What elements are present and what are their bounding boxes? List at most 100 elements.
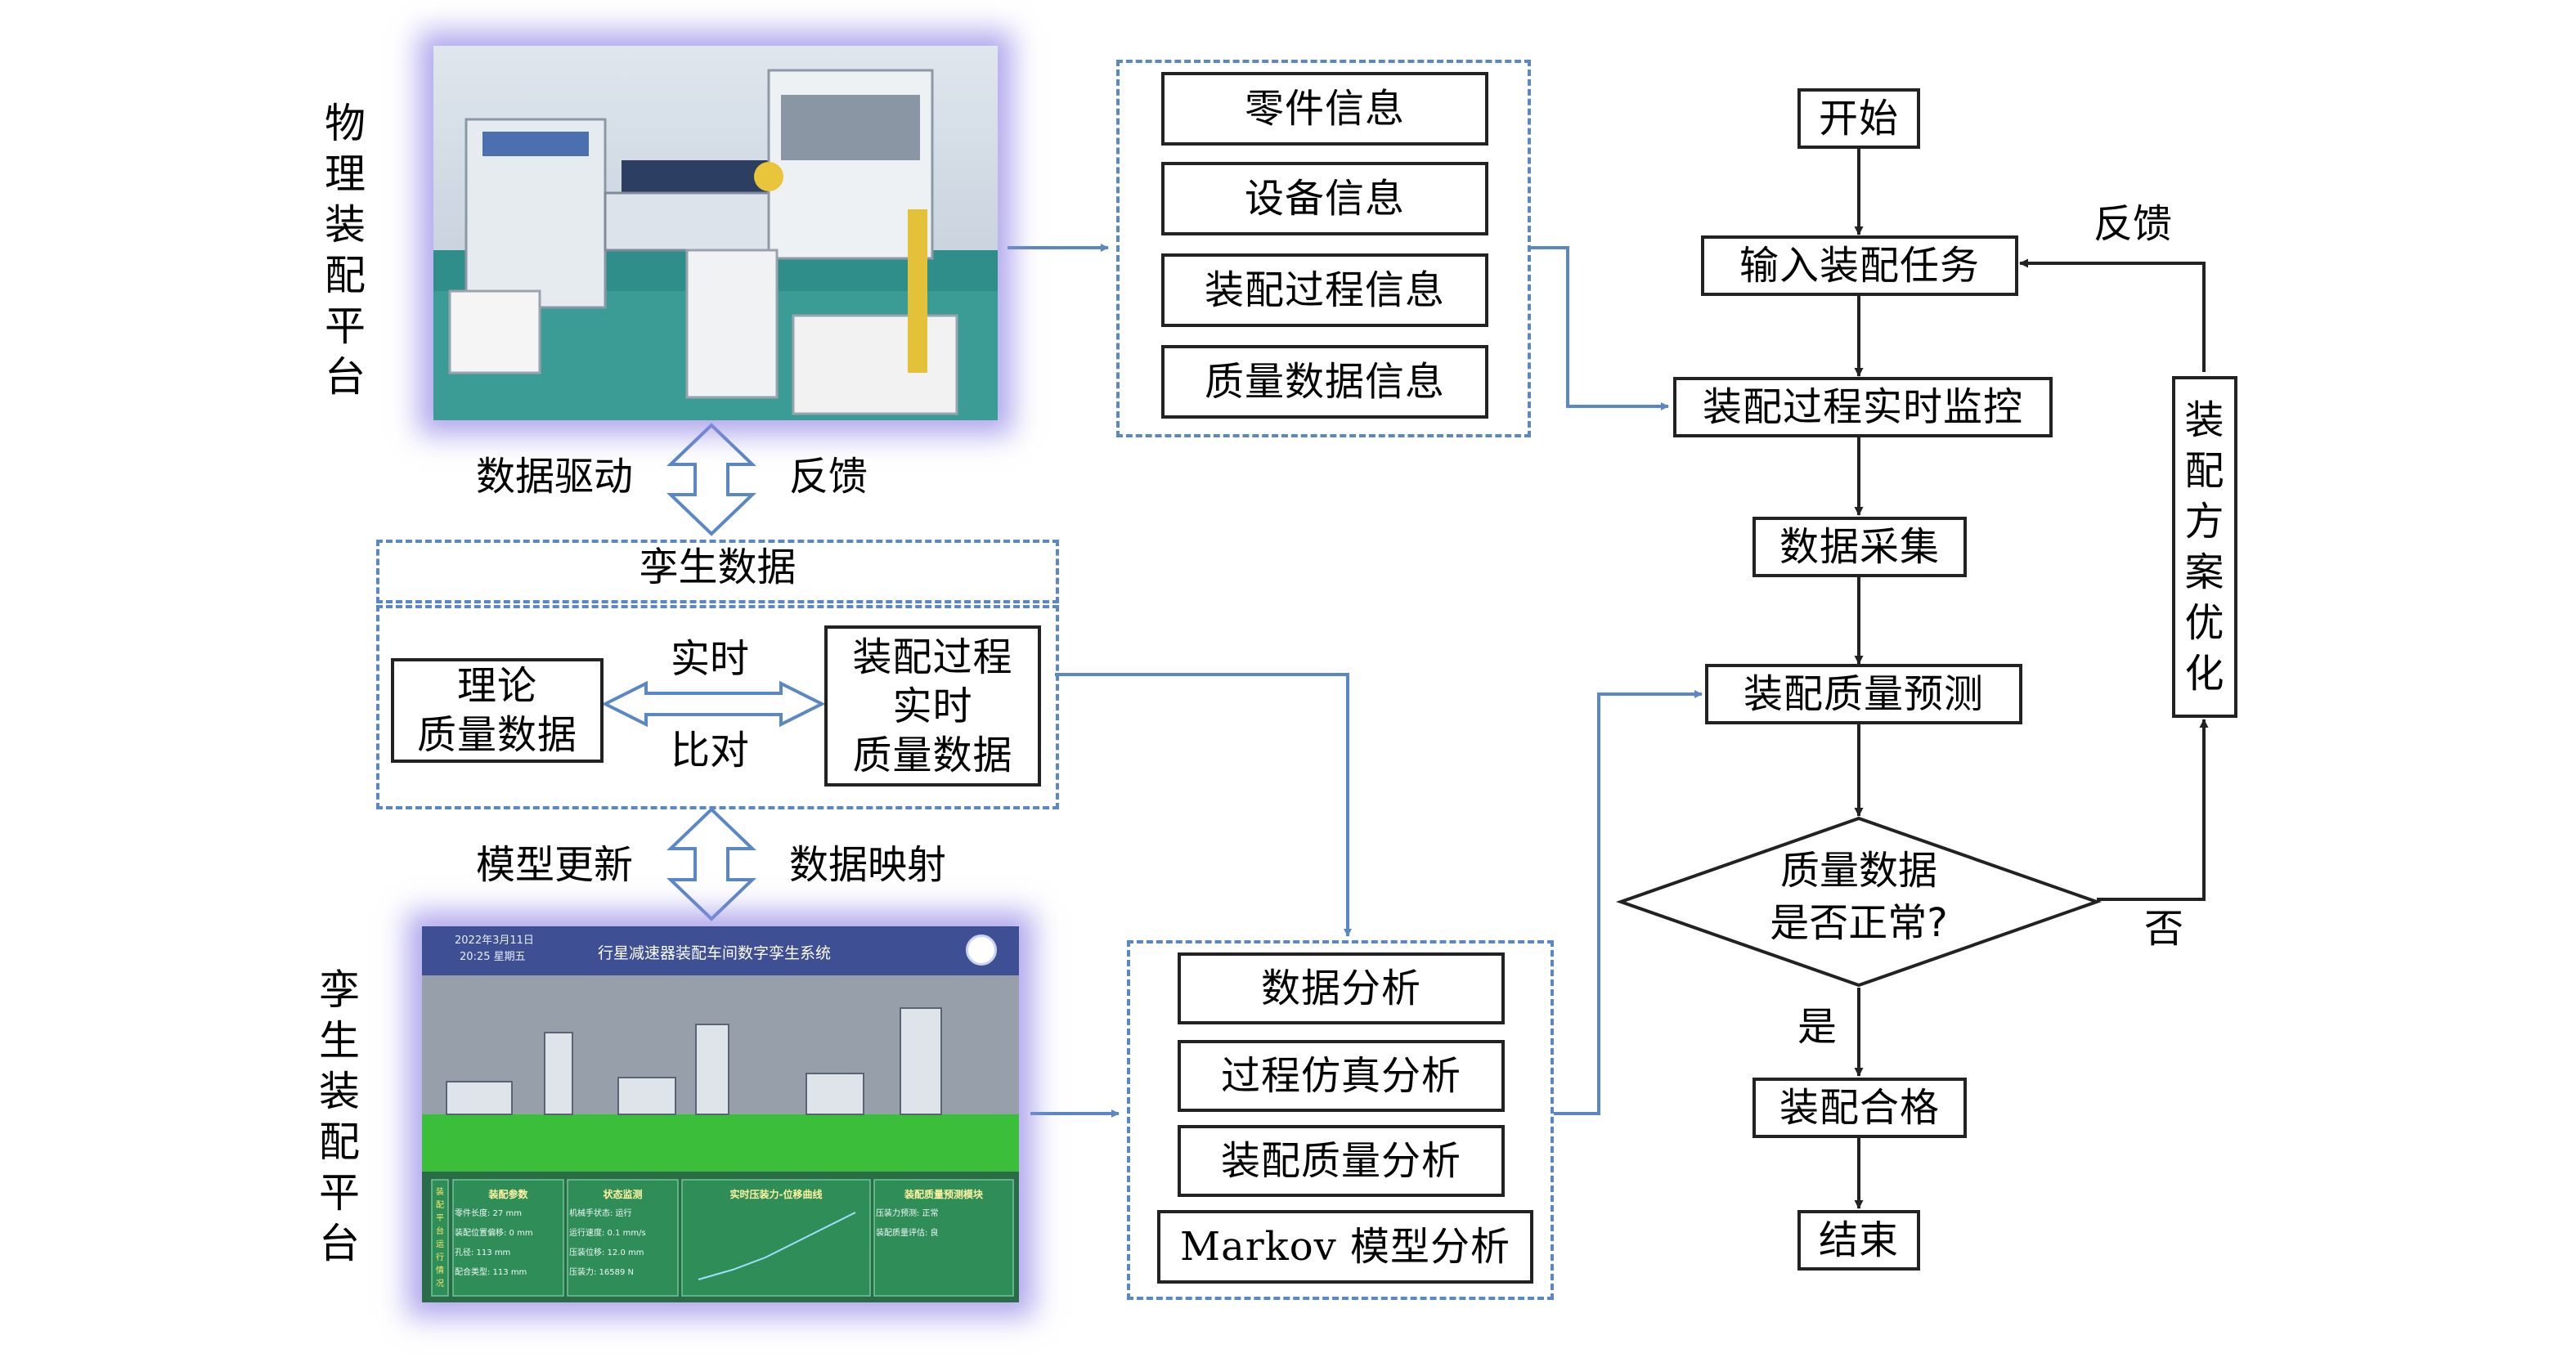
side-tab-char: 装 [436, 1188, 444, 1197]
screen-logo-icon [966, 934, 997, 966]
label-char: 台 [325, 353, 366, 401]
panel-quality-predict: 装配质量预测模块 压装力预测: 正常 装配质量评估: 良 [876, 1185, 1012, 1244]
side-tab-char: 行 [436, 1253, 444, 1262]
physical-platform-photo [433, 46, 998, 420]
label-char: 孪 [319, 966, 360, 1014]
double-arrow-bottom [666, 807, 756, 921]
realtime-line-2: 实时 [892, 683, 973, 729]
flow-decision-text: 质量数据 是否正常? [1720, 845, 1998, 949]
label-char: 生 [319, 1017, 360, 1064]
label-char: 平 [319, 1169, 360, 1217]
twin-data-title: 孪生数据 [639, 545, 797, 590]
screen-scene [422, 975, 1019, 1302]
side-tab-char: 况 [436, 1280, 444, 1289]
label-char: 理 [325, 150, 366, 198]
arrow-info-to-monitor [1531, 246, 1669, 410]
flow-arrow-feedback [2019, 258, 2206, 372]
label-data-mapping: 数据映射 [789, 842, 947, 888]
panel-title: 状态监测 [603, 1189, 643, 1200]
panel-force-curve: 实时压装力-位移曲线 [684, 1185, 868, 1204]
panel-title: 装配质量预测模块 [904, 1189, 983, 1200]
twin-platform-label: 孪 生 装 配 平 台 [315, 965, 364, 1269]
flow-yes-label: 是 [1797, 1004, 1838, 1050]
panel-row: 机械手状态: 运行 [569, 1209, 632, 1218]
compare-top-label: 实时 [671, 636, 750, 682]
flow-arrow-no-branch [2097, 719, 2209, 901]
arrow-twindata-to-analysis [1055, 673, 1352, 937]
decision-line-2: 是否正常? [1770, 900, 1948, 946]
flow-predict: 装配质量预测 [1705, 664, 2022, 724]
realtime-line-1: 装配过程 [852, 634, 1013, 680]
screen-header [422, 926, 1019, 975]
optimize-char: 优 [2184, 600, 2225, 646]
label-char: 台 [319, 1220, 360, 1267]
info-group-bottom [1127, 940, 1554, 1300]
optimize-char: 方 [2184, 499, 2225, 545]
side-tab-char: 台 [436, 1227, 444, 1236]
panel-title: 装配参数 [488, 1189, 528, 1200]
twin-platform-screen: 2022年3月11日 20:25 星期五 行星减速器装配车间数字孪生系统 装 配… [422, 926, 1019, 1302]
panel-row: 压装位移: 12.0 mm [569, 1248, 644, 1257]
label-char: 装 [319, 1068, 360, 1115]
screen-time: 20:25 星期五 [460, 951, 526, 963]
arrow-analysis-to-predict [1554, 690, 1703, 1115]
panel-status-monitor: 状态监测 机械手状态: 运行 运行速度: 0.1 mm/s 压装位移: 12.0… [569, 1185, 676, 1283]
screen-date: 2022年3月11日 [455, 934, 534, 947]
analysis-quality: 装配质量分析 [1178, 1125, 1505, 1197]
flow-end: 结束 [1797, 1210, 1920, 1271]
analysis-simulation: 过程仿真分析 [1178, 1040, 1505, 1112]
flow-start: 开始 [1797, 88, 1920, 149]
optimize-char: 配 [2184, 448, 2225, 494]
panel-row: 运行速度: 0.1 mm/s [569, 1229, 646, 1238]
screen-title: 行星减速器装配车间数字孪生系统 [598, 944, 832, 962]
decision-diamond [1615, 816, 2103, 988]
panel-title: 实时压装力-位移曲线 [729, 1189, 823, 1200]
panel-row: 装配质量评估: 良 [876, 1229, 939, 1238]
info-part: 零件信息 [1161, 72, 1488, 146]
physical-platform-label: 物 理 装 配 平 台 [321, 98, 370, 402]
label-char: 配 [325, 252, 366, 299]
side-tab-char: 平 [436, 1214, 444, 1223]
theory-line-2: 质量数据 [416, 712, 577, 758]
flow-optimize: 装 配 方 案 优 化 [2172, 376, 2237, 718]
theory-quality-data: 理论 质量数据 [391, 658, 604, 763]
optimize-char: 装 [2184, 397, 2225, 443]
label-feedback-top: 反馈 [789, 454, 868, 500]
panel-row: 配合类型: 113 mm [455, 1268, 527, 1277]
optimize-char: 案 [2184, 549, 2225, 595]
label-char: 配 [319, 1118, 360, 1166]
panel-row: 孔径: 113 mm [455, 1248, 511, 1257]
twin-data-box [376, 605, 1059, 809]
compare-bottom-label: 比对 [671, 728, 750, 773]
analysis-markov: Markov 模型分析 [1157, 1210, 1533, 1284]
label-char: 平 [325, 303, 366, 350]
theory-line-1: 理论 [456, 663, 537, 709]
flow-no-label: 否 [2144, 906, 2184, 952]
panel-row: 装配位置偏移: 0 mm [455, 1229, 533, 1238]
panel-row: 零件长度: 27 mm [455, 1209, 522, 1218]
flow-collect: 数据采集 [1752, 517, 1967, 577]
flow-feedback-label: 反馈 [2094, 201, 2173, 247]
info-equipment: 设备信息 [1161, 162, 1488, 235]
label-model-update: 模型更新 [476, 842, 634, 888]
double-arrow-top [666, 423, 756, 536]
flow-qualified: 装配合格 [1752, 1078, 1967, 1138]
label-char: 装 [325, 201, 366, 249]
realtime-line-3: 质量数据 [852, 732, 1013, 778]
realtime-quality-data: 装配过程 实时 质量数据 [824, 625, 1041, 787]
label-char: 物 [325, 100, 366, 147]
flow-monitor: 装配过程实时监控 [1673, 377, 2053, 437]
twin-data-title-box [376, 540, 1059, 603]
side-tab-char: 运 [436, 1240, 444, 1249]
side-tab-char: 配 [436, 1201, 444, 1210]
screen-side-tab: 装 配 平 台 运 行 情 况 [432, 1186, 448, 1291]
side-tab-char: 情 [436, 1266, 444, 1275]
optimize-char: 化 [2184, 651, 2225, 697]
info-quality: 质量数据信息 [1161, 345, 1488, 419]
label-data-drive: 数据驱动 [476, 454, 634, 500]
panel-row: 压装力预测: 正常 [876, 1209, 939, 1218]
info-group-top [1116, 60, 1531, 437]
panel-assembly-params: 装配参数 零件长度: 27 mm 装配位置偏移: 0 mm 孔径: 113 mm… [455, 1185, 562, 1283]
decision-line-1: 质量数据 [1779, 848, 1937, 894]
